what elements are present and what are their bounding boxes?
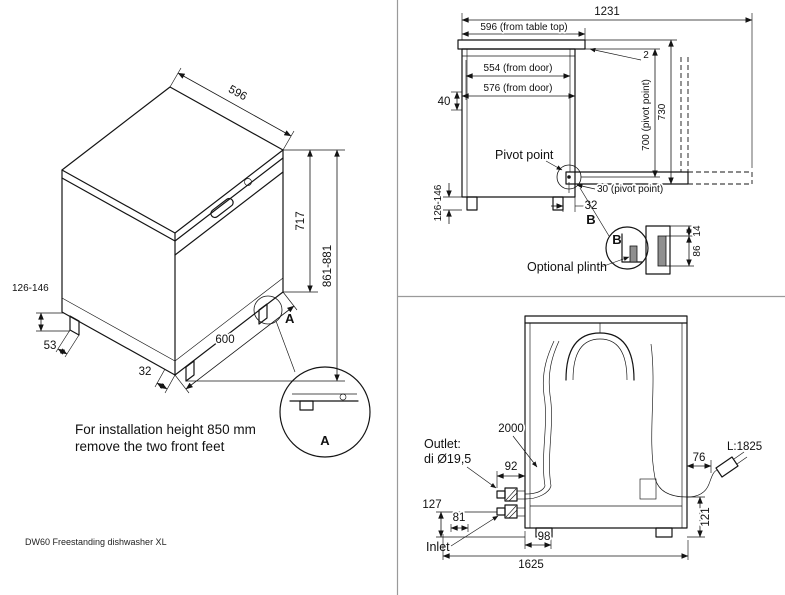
outlet-connector <box>496 487 526 502</box>
dim-730-label: 730 <box>657 103 668 120</box>
dim-total-height-label: 861-881 <box>322 245 334 287</box>
drain-hose <box>542 340 555 487</box>
outlet-label-line2: di Ø19,5 <box>424 452 471 466</box>
foot <box>466 196 478 211</box>
pivot-dot <box>567 175 571 179</box>
dim-127-label: 127 <box>422 499 441 511</box>
dim-foot-height-label: 126-146 <box>12 283 49 294</box>
tabletop <box>457 39 586 50</box>
detail-a-label: A <box>320 433 330 448</box>
dim-pivot-height-label: 700 (pivot point) <box>641 79 652 151</box>
dim-40-label: 40 <box>438 96 451 108</box>
rear-view-panel: 2000 Outlet: di Ø19,5 92 127 81 Inlet <box>421 315 764 573</box>
cabinet-body <box>461 48 576 198</box>
tabletop-lip <box>61 157 284 242</box>
inlet-label: Inlet <box>426 540 450 554</box>
detail-b-view-circle <box>605 226 649 270</box>
door-indicator <box>244 178 252 186</box>
dim-81-label: 81 <box>453 512 466 524</box>
iso-note: For installation height 850 mm remove th… <box>75 422 256 454</box>
detail-a-view-circle <box>279 366 371 458</box>
foot <box>69 315 80 336</box>
foot <box>655 527 673 538</box>
open-door-slab <box>565 171 689 185</box>
dim-76-label: 76 <box>693 452 706 464</box>
dim-side-offset-label: 53 <box>44 340 57 352</box>
dim-table-top-label: 596 (from table top) <box>480 22 567 33</box>
power-cord-inside <box>650 343 688 498</box>
side-detail-b: B 14 86 Optional plinth <box>527 187 705 275</box>
panel-dividers <box>396 0 785 595</box>
rear-dishwasher-drawing <box>496 315 748 538</box>
cord-length-label: L:1825 <box>727 441 762 453</box>
foot <box>185 360 195 382</box>
detail-b-ref-label: B <box>586 212 595 227</box>
door-handle <box>210 197 234 219</box>
foot <box>552 196 564 211</box>
dim-drain-hose-label: 2000 <box>498 423 524 435</box>
dim-body-height-label: 717 <box>295 211 307 230</box>
dim-top-width-label: 596 <box>226 83 249 103</box>
note-line-1: For installation height 850 mm <box>75 422 256 437</box>
dim-inlet-hose-label: 1625 <box>518 559 544 571</box>
iso-dishwasher-drawing <box>61 86 284 382</box>
plinth-bar <box>657 235 667 267</box>
inlet-connector <box>496 504 526 519</box>
dim-pivot-offset-label: 30 (pivot point) <box>597 184 663 195</box>
dim-side-foot-height-label: 126-146 <box>433 184 444 221</box>
isometric-view-panel: 596 717 861-881 126-146 53 600 <box>10 67 371 458</box>
side-face <box>61 169 176 376</box>
side-view-panel: 1231 596 (from table top) 2 554 (from do… <box>431 4 753 275</box>
kick-line <box>61 277 284 362</box>
foot <box>535 527 553 538</box>
door-seam <box>174 171 284 256</box>
power-plug <box>715 456 739 478</box>
top-face <box>61 86 284 234</box>
rear-body <box>524 315 688 529</box>
dim-98-label: 98 <box>538 531 551 543</box>
iso-detail-a: A A <box>253 295 371 458</box>
dim-front-width-label: 600 <box>215 334 234 346</box>
outlet-label-line1: Outlet: <box>424 437 461 451</box>
optional-plinth-label: Optional plinth <box>527 260 607 274</box>
dim-121-label: 121 <box>700 507 712 526</box>
dim-gap-label: 2 <box>643 50 649 61</box>
dim-door-576-label: 576 (from door) <box>484 83 553 94</box>
dim-front-offset-label: 32 <box>139 366 152 378</box>
dim-total-depth-label: 1231 <box>594 6 620 18</box>
pivot-point-label: Pivot point <box>495 148 554 162</box>
dim-plinth-14-label: 14 <box>692 225 703 237</box>
detail-a-marker-circle <box>253 295 283 325</box>
detail-a-ref-label: A <box>285 311 295 326</box>
note-line-2: remove the two front feet <box>75 439 225 454</box>
rear-dimensions: 2000 Outlet: di Ø19,5 92 127 81 Inlet <box>421 421 764 573</box>
footer-model-label: DW60 Freestanding dishwasher XL <box>25 537 167 547</box>
foot <box>258 303 268 325</box>
detail-foot <box>299 400 314 411</box>
detail-screw <box>339 393 347 401</box>
junction-box <box>639 478 657 500</box>
power-cord <box>686 469 718 498</box>
plinth-in-detail <box>629 245 638 263</box>
plinth-detail-box <box>645 225 671 275</box>
side-dimensions: 1231 596 (from table top) 2 554 (from do… <box>431 4 753 227</box>
dim-92-label: 92 <box>505 461 518 473</box>
dim-door-554-label: 554 (from door) <box>484 63 553 74</box>
dim-plinth-86-label: 86 <box>692 245 703 257</box>
detail-b-label: B <box>612 232 621 247</box>
